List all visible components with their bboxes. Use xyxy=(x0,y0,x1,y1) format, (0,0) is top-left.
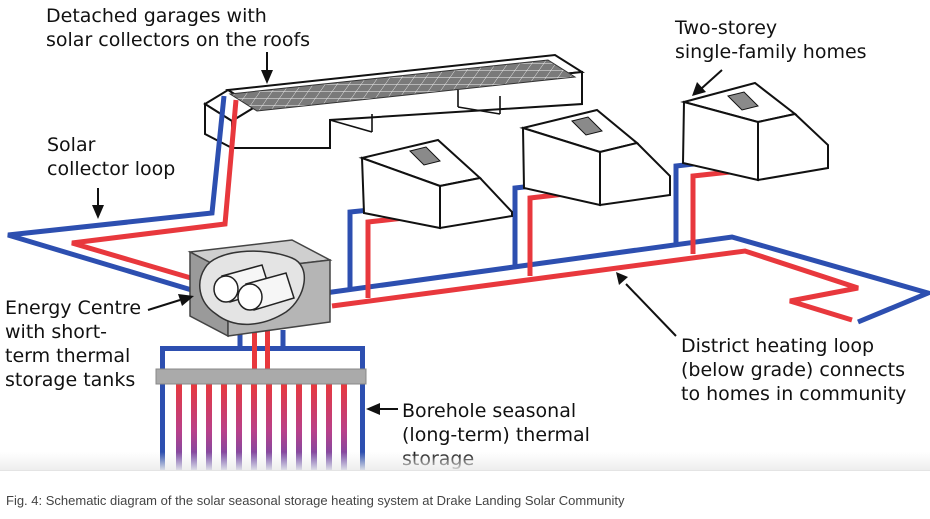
label-line: Two-storey xyxy=(675,17,778,39)
arrow-loop-icon xyxy=(92,205,104,219)
label-line: storage tanks xyxy=(5,369,136,391)
label-line: single-family homes xyxy=(675,41,867,63)
leader-arrows xyxy=(92,52,723,415)
home-1 xyxy=(358,138,513,230)
diagram-canvas: Detached garages with solar collectors o… xyxy=(0,4,930,470)
arrow-district-icon xyxy=(616,272,628,285)
label-line: (below grade) connects xyxy=(681,359,906,381)
energy-centre xyxy=(187,239,333,338)
label-line: collector loop xyxy=(47,158,176,180)
label-line: term thermal xyxy=(5,345,131,367)
label-line: to homes in community xyxy=(681,383,907,405)
label-district-heating-loop: District heating loop (below grade) conn… xyxy=(681,334,906,406)
label-two-storey-homes: Two-storey single-family homes xyxy=(675,16,867,64)
label-line: Energy Centre xyxy=(5,297,142,319)
label-line: Detached garages with xyxy=(46,5,267,27)
label-line: with short- xyxy=(5,321,108,343)
figure-caption: Fig. 4: Schematic diagram of the solar s… xyxy=(6,493,625,508)
solar-collector-panels xyxy=(228,59,577,112)
label-line: Solar xyxy=(47,134,96,156)
storage-tank-2 xyxy=(237,272,295,311)
arrow-energy-icon xyxy=(178,294,194,306)
home-3 xyxy=(680,81,829,182)
label-line: (long-term) thermal xyxy=(402,424,590,446)
solar-collector-loop xyxy=(7,95,253,303)
borehole-storage xyxy=(155,318,367,470)
label-line: Borehole seasonal xyxy=(402,400,577,422)
bottom-fade xyxy=(0,452,930,470)
garages-group xyxy=(203,53,585,150)
label-line: solar collectors on the roofs xyxy=(46,29,311,51)
borehole-header xyxy=(155,368,367,385)
label-energy-centre: Energy Centre with short- term thermal s… xyxy=(5,296,141,392)
schematic-svg xyxy=(7,52,930,470)
label-solar-collector-loop: Solar collector loop xyxy=(47,133,175,181)
arrow-homes-icon xyxy=(692,82,706,96)
caption-bar: Fig. 4: Schematic diagram of the solar s… xyxy=(0,470,930,519)
label-detached-garages: Detached garages with solar collectors o… xyxy=(46,4,310,52)
home-2 xyxy=(519,108,671,207)
label-line: District heating loop xyxy=(681,335,875,357)
arrow-borehole-icon xyxy=(366,403,380,415)
arrow-garages-icon xyxy=(261,70,273,84)
